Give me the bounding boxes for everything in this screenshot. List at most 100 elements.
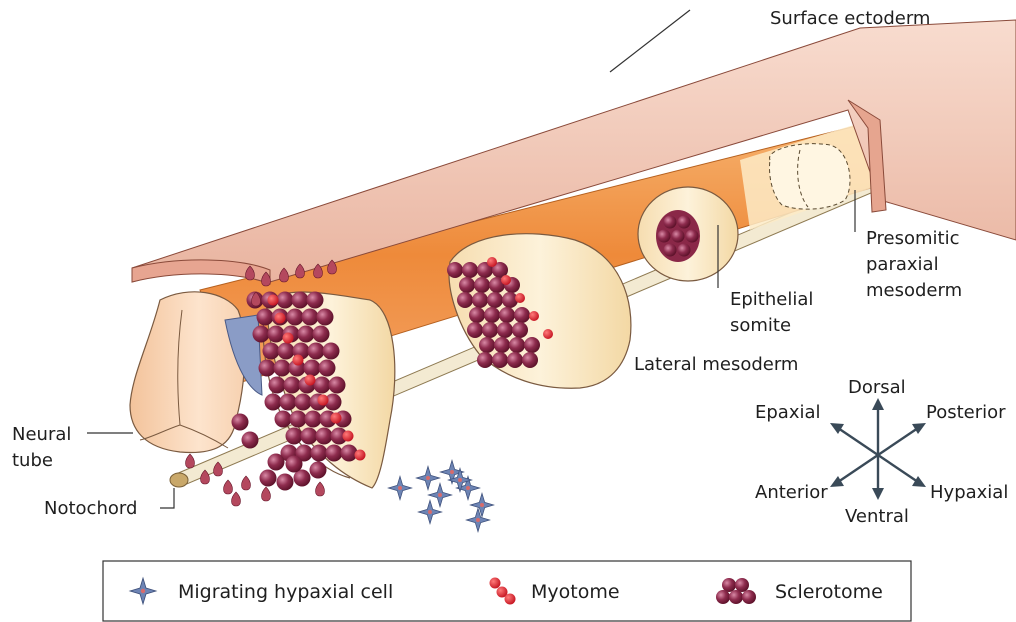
myotome-cell [355,450,366,461]
myotome-cell [529,311,539,321]
sclerotome-cell [326,445,343,462]
sclerotome-cell [242,432,259,449]
sclerotome-cell [232,414,249,431]
sclerotome-cell [257,309,274,326]
sclerotome-cell [316,428,333,445]
sclerotome-cell [302,309,319,326]
sclerotome-cell [304,360,321,377]
sclerotome-cell [522,352,538,368]
sclerotome-cell [467,322,483,338]
sclerotome-cell [284,377,301,394]
sclerotome-cell [509,337,525,353]
sclerotome-cell [487,292,503,308]
axis-posterior: Posterior [926,402,1006,423]
epithelial-somite [638,187,738,281]
axis-dorsal: Dorsal [848,377,906,398]
myotome-cell [331,413,342,424]
sclerotome-cell [664,244,677,257]
myotome-cell [275,313,286,324]
label-presomitic-3: mesoderm [866,280,962,301]
label-surface-ectoderm: Surface ectoderm [770,8,930,29]
sclerotome-cell [290,411,307,428]
label-epithelial-2: somite [730,315,791,336]
legend-myotome: Myotome [531,581,620,603]
sclerotome-cell [512,322,528,338]
sclerotome-cell [477,352,493,368]
sclerotome-cell [313,326,330,343]
sclerotome-cell [658,230,671,243]
sclerotome-cell [462,262,478,278]
legend: Migrating hypaxial cell Myotome Scleroto… [103,561,911,621]
sclerotome-cell [308,343,325,360]
myotome-droplet [242,476,251,490]
axis-hypaxial: Hypaxial [930,482,1008,503]
sclerotome-cell [484,307,500,323]
sclerotome-cell [286,456,303,473]
sclerotome-cell [268,454,285,471]
sclerotome-cell [686,230,699,243]
sclerotome-cell [479,337,495,353]
sclerotome-cell [457,292,473,308]
sclerotome-cell [295,394,312,411]
sclerotome-cell [678,244,691,257]
myotome-droplet [186,454,195,468]
sclerotome-cell [277,474,294,491]
migrating-cell [388,476,411,499]
axis-anterior: Anterior [755,482,828,503]
sclerotome-cell [292,292,309,309]
legend-sclerotome: Sclerotome [775,581,883,603]
label-epithelial-1: Epithelial [730,289,813,310]
myotome-cell [501,275,511,285]
myotome-cell [543,329,553,339]
sclerotome-cell [260,470,277,487]
middle-somite [447,234,631,389]
migrating-cell [470,493,493,516]
label-presomitic-1: Presomitic [866,228,960,249]
migrating-hypaxial-cells [388,460,493,531]
label-notochord: Notochord [44,498,137,519]
myotome-cell [305,375,316,386]
sclerotome-cell [317,309,334,326]
migrating-cell [418,500,441,523]
sclerotome-cell [323,343,340,360]
sclerotome-cell [286,428,303,445]
myotome-cell [343,431,354,442]
sclerotome-cell [263,343,280,360]
myotome-droplet [316,482,325,496]
sclerotome-cell [253,326,270,343]
sclerotome-cell [524,337,540,353]
sclerotome-cell [301,428,318,445]
myotome-cell [293,355,304,366]
sclerotome-cell [678,216,691,229]
sclerotome-cell [275,411,292,428]
neural-tube [130,292,245,453]
sclerotome-cell [664,216,677,229]
sclerotome-cell [474,277,490,293]
myotome-droplet [224,480,233,494]
myotome-droplet [262,487,271,501]
sclerotome-cell [469,307,485,323]
sclerotome-cell [507,352,523,368]
myotome-droplet [232,492,241,506]
sclerotome-cell [514,307,530,323]
myotome-cell [318,395,329,406]
sclerotome-cell [497,322,513,338]
migrating-cell [428,483,451,506]
sclerotome-cell [305,411,322,428]
sclerotome-cell [274,360,291,377]
myotome-cell [268,295,279,306]
orientation-compass [830,398,926,500]
sclerotome-cell [499,307,515,323]
label-presomitic-2: paraxial [866,254,939,275]
myotome-cell [283,333,294,344]
sclerotome-cell [494,337,510,353]
legend-migrating: Migrating hypaxial cell [178,581,393,603]
migrating-cell [466,508,489,531]
sclerotome-cell [307,292,324,309]
sclerotome-cell [268,326,285,343]
sclerotome-cell [311,445,328,462]
axis-epaxial: Epaxial [755,402,821,423]
label-lateral-mesoderm: Lateral mesoderm [634,354,798,375]
label-neural-1: Neural [12,424,71,445]
